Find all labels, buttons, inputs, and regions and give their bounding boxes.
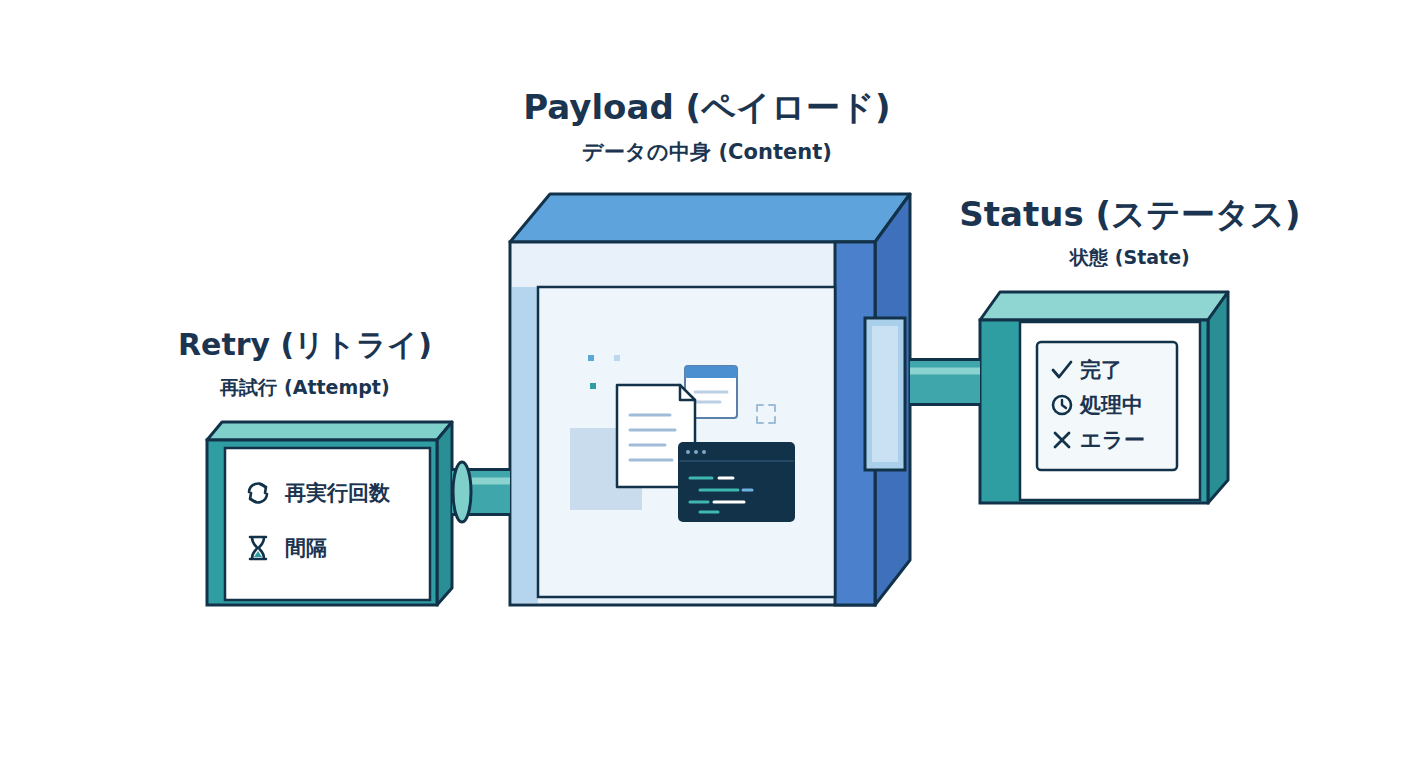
connector-plate-inner xyxy=(872,326,898,462)
box-top-face xyxy=(207,422,452,440)
data-illustration xyxy=(570,355,795,522)
box-outline xyxy=(510,192,910,607)
status-label: エラー xyxy=(1080,428,1145,452)
mini-window-lines xyxy=(695,392,727,402)
box-front-face xyxy=(980,320,1208,503)
check-icon xyxy=(1053,362,1071,377)
status-list-box xyxy=(1037,342,1177,470)
box-top-face xyxy=(510,194,910,242)
pipe-body xyxy=(452,471,510,513)
code-lines xyxy=(743,489,752,492)
box-panel xyxy=(225,448,430,600)
box-side-face xyxy=(437,422,452,605)
window-dot xyxy=(686,450,690,454)
pipe-connector xyxy=(910,371,980,382)
icon-stroke xyxy=(1053,362,1071,377)
pipe-head-carrier xyxy=(452,486,510,498)
retry-box: Retry (リトライ)再試行 (Attempt)再実行回数間隔 xyxy=(207,420,452,605)
pipe-flange xyxy=(453,462,471,522)
box-panel xyxy=(538,287,835,597)
document-fold xyxy=(680,385,695,400)
box-subtitle: 状態 (State) xyxy=(1070,247,1190,269)
document-lines xyxy=(630,415,675,460)
window-dot xyxy=(694,450,698,454)
error-icon xyxy=(1055,433,1069,447)
pipe-body xyxy=(910,361,980,403)
box-frame xyxy=(512,287,538,603)
box-panel xyxy=(1020,322,1200,500)
box-title: Status (ステータス) xyxy=(959,195,1300,234)
window-dot xyxy=(702,450,706,454)
pipe-highlight xyxy=(452,478,510,485)
hourglass-icon xyxy=(250,537,266,559)
pipe-highlight xyxy=(910,368,980,375)
box-top-face xyxy=(980,292,1228,320)
icon-stroke xyxy=(249,484,265,492)
pixel-dot xyxy=(614,355,620,361)
box-subtitle: データの中身 (Content) xyxy=(582,140,832,164)
pipe-connector xyxy=(452,462,510,522)
item-label: 再実行回数 xyxy=(285,481,390,505)
refresh-icon xyxy=(249,484,267,503)
item-label: 間隔 xyxy=(285,536,327,560)
icon-stroke xyxy=(250,537,266,559)
box-front-face xyxy=(207,440,437,605)
box-front-face xyxy=(510,242,875,605)
payload-box: Payload (ペイロード)データの中身 (Content) xyxy=(510,192,910,607)
pipe-head-carrier xyxy=(910,376,980,388)
pipe-outline xyxy=(910,358,980,406)
status-label: 処理中 xyxy=(1080,393,1143,417)
icon-stroke xyxy=(1053,396,1071,414)
window-separator xyxy=(680,460,793,462)
box-outline xyxy=(207,420,452,605)
focus-corners xyxy=(757,405,775,423)
status-box: Status (ステータス)状態 (State)完了処理中エラー xyxy=(980,290,1228,505)
box-title: Payload (ペイロード) xyxy=(523,88,890,127)
pipe-outline xyxy=(452,468,510,516)
icon-stroke xyxy=(1062,400,1066,408)
connector-plate xyxy=(865,318,905,470)
clock-icon xyxy=(1053,396,1071,414)
box-title: Retry (リトライ) xyxy=(178,328,432,363)
pixel-dot xyxy=(590,383,596,389)
status-label: 完了 xyxy=(1080,358,1122,382)
pixel-dot xyxy=(588,355,594,361)
icon-stroke xyxy=(250,493,256,502)
code-lines xyxy=(690,478,738,512)
box-subtitle: 再試行 (Attempt) xyxy=(220,377,389,399)
mini-window-header xyxy=(685,366,737,378)
icon-stroke xyxy=(1055,433,1069,447)
box-side-face xyxy=(1208,292,1228,503)
icon-stroke xyxy=(251,494,267,502)
code-window xyxy=(678,442,795,522)
code-lines xyxy=(714,478,744,502)
icon-stroke xyxy=(260,484,266,493)
